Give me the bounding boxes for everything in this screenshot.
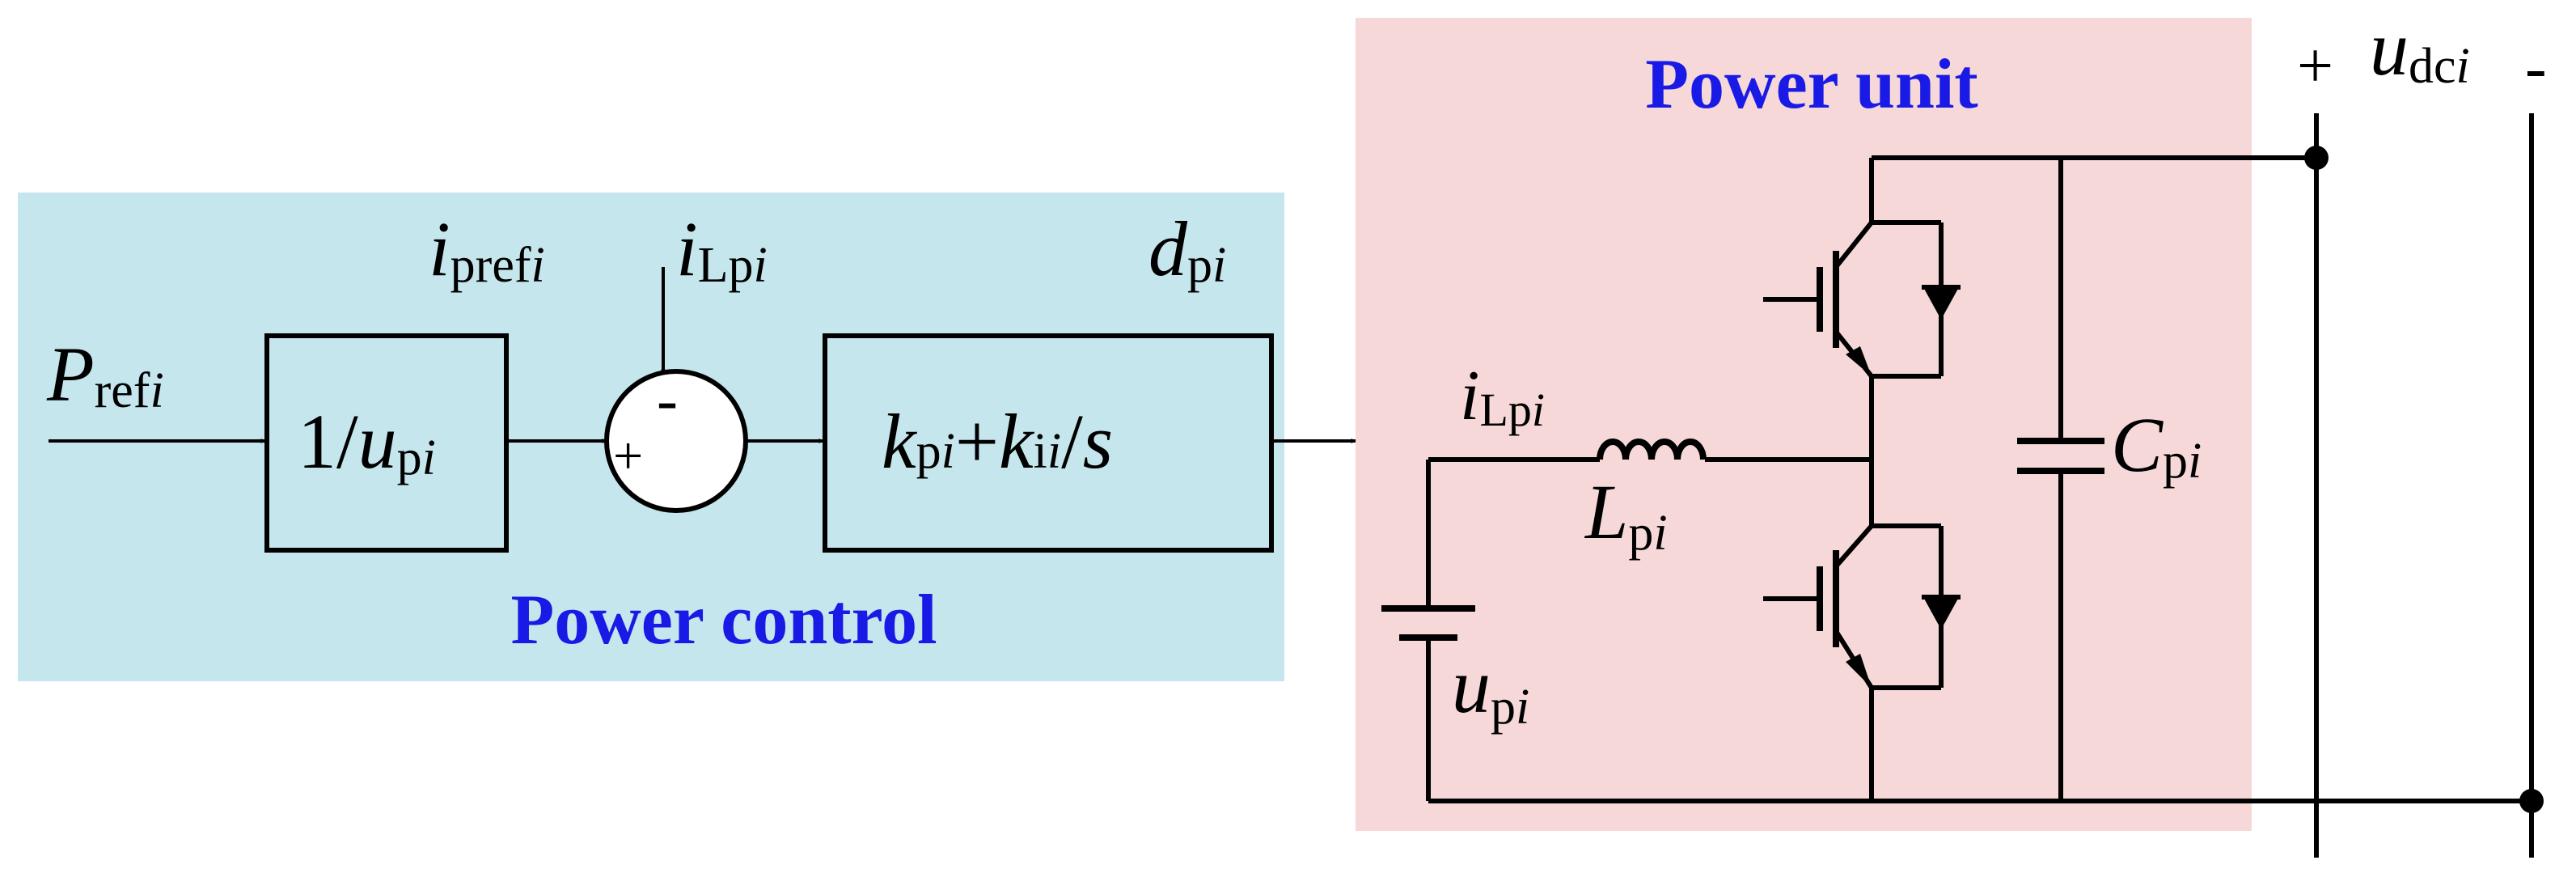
power-circuit-wiring (1426, 113, 2534, 858)
duty-label: dpi (1148, 206, 1226, 293)
pi-controller-label: kpi+kii/s (882, 398, 1113, 485)
inductor-symbol (1597, 439, 1707, 460)
summer-minus: - (657, 364, 678, 434)
reciprocal-block (264, 333, 509, 553)
junction-dot-top (2304, 146, 2329, 170)
upper-igbt-emitter-arrow (1846, 346, 1872, 376)
lower-igbt-emitter-arrow (1846, 654, 1872, 688)
udc-plus: + (2297, 31, 2333, 102)
lower-diode (1922, 595, 1961, 629)
power-control-title: Power control (510, 581, 937, 659)
junction-dot-bottom (2519, 789, 2544, 813)
ilp-circuit-label: iLpi (1460, 357, 1545, 436)
ipref-label: iprefi (429, 206, 545, 293)
upper-diode (1922, 285, 1961, 320)
summing-junction (604, 369, 748, 513)
reciprocal-block-label: 1/upi (298, 398, 436, 485)
power-unit-title: Power unit (1645, 45, 1977, 124)
battery-label: upi (1452, 642, 1529, 735)
control-wiring (49, 267, 1356, 443)
summer-plus: + (613, 426, 643, 485)
ilp-control-label: iLpi (676, 206, 768, 293)
pi-controller-block (823, 333, 1274, 553)
inductor-label: Lpi (1584, 468, 1668, 561)
power-unit-panel (1356, 18, 2252, 831)
udc-label: udci (2370, 5, 2470, 94)
udc-minus: - (2525, 32, 2547, 104)
capacitor-label: Cpi (2111, 401, 2202, 489)
pref-label: Prefi (46, 331, 164, 418)
